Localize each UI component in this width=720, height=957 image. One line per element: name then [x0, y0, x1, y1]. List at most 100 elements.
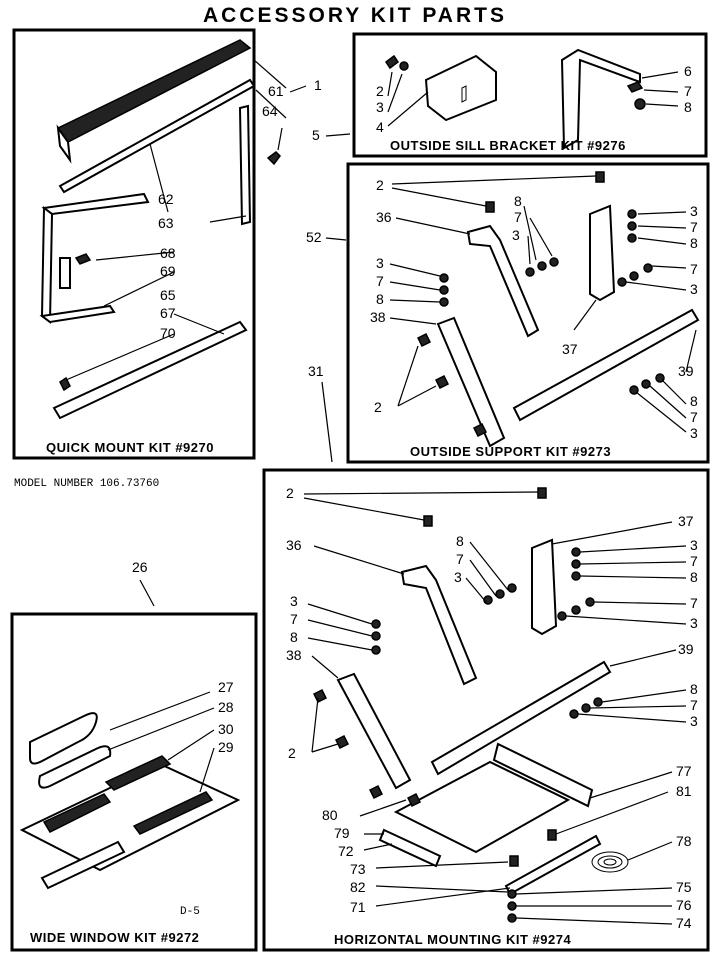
- callout-61: 61: [268, 83, 284, 99]
- wide-gasket-27-part: [29, 712, 98, 765]
- os-rail-39-part: [512, 308, 700, 422]
- callout-67: 67: [160, 305, 176, 321]
- hm-tray-rail-77-part: [492, 742, 594, 808]
- sill-callout-6: 6: [684, 63, 692, 79]
- callout-64: 64: [262, 103, 278, 119]
- os-callout-8a: 8: [514, 193, 522, 209]
- sill-bracket-kit-caption: OUTSIDE SILL BRACKET KIT #9276: [390, 138, 626, 153]
- hm-callout-37: 37: [678, 513, 694, 529]
- hm-callout-78: 78: [676, 833, 692, 849]
- os-callout-8d: 8: [690, 393, 698, 409]
- sill-callout-4: 4: [376, 119, 384, 135]
- sill-nut-8-part: [634, 98, 646, 110]
- wide-channel-right-part: [132, 791, 214, 835]
- os-bracket-37-part: [589, 204, 616, 302]
- hm-callout-3a: 3: [454, 569, 462, 585]
- os-bracket-36-part: [466, 224, 540, 338]
- callout-62: 62: [158, 191, 174, 207]
- sill-callout-7: 7: [684, 83, 692, 99]
- wide-callout-28: 28: [218, 699, 234, 715]
- sill-bracket-kit-panel: 2 3 4 6 7 8 OUTSIDE SILL BRACKET KIT #92…: [352, 32, 708, 158]
- os-callout-7b: 7: [376, 273, 384, 289]
- sill-screw-7-part: [626, 81, 644, 93]
- frame-top-part: [41, 192, 150, 216]
- os-callout-7a: 7: [514, 209, 522, 225]
- callout-31: 31: [308, 363, 324, 379]
- os-callout-3c: 3: [690, 203, 698, 219]
- os-callout-8c: 8: [690, 235, 698, 251]
- sill-callout-3: 3: [376, 99, 384, 115]
- hm-callout-80: 80: [322, 807, 338, 823]
- os-callout-2b: 2: [374, 399, 382, 415]
- hm-callout-39: 39: [678, 641, 694, 657]
- outside-support-kit-frame: [346, 162, 710, 464]
- callout-26: 26: [132, 559, 148, 575]
- frame-bottom-part: [39, 304, 116, 324]
- hm-callout-7b: 7: [290, 611, 298, 627]
- os-callout-3a: 3: [512, 227, 520, 243]
- screw-64-part: [266, 151, 281, 166]
- frame-left-part: [40, 206, 54, 324]
- callout-1: 1: [314, 77, 322, 93]
- sill-washer-part: [399, 61, 409, 71]
- os-callout-36: 36: [376, 209, 392, 225]
- sill-bracket-part: [560, 48, 641, 150]
- wide-window-kit-panel: 27 28 30 29 D-5 WIDE WINDOW KIT #9272: [10, 612, 258, 952]
- callout-69: 69: [160, 263, 176, 279]
- sill-cover-part: [424, 54, 497, 122]
- callout-65: 65: [160, 287, 176, 303]
- hm-leg-38-part: [336, 672, 412, 790]
- hm-callout-74: 74: [676, 915, 692, 931]
- hm-callout-82: 82: [350, 879, 366, 895]
- wide-callout-27: 27: [218, 679, 234, 695]
- sill-callout-8: 8: [684, 99, 692, 115]
- hm-callout-7a: 7: [456, 551, 464, 567]
- hm-rail-39-part: [430, 660, 612, 776]
- hm-callout-3d: 3: [690, 615, 698, 631]
- quick-mount-kit-panel: 1 61 64 62 63 68 69 65 67 70 QUICK MOUNT…: [12, 28, 322, 460]
- horizontal-mounting-kit-panel: 2 37 36 8 7 3 3 7 8 38 3 7 8 7 3 39 8 7 …: [262, 468, 710, 952]
- os-callout-3d: 3: [690, 281, 698, 297]
- horizontal-mounting-kit-frame: [262, 468, 710, 952]
- hm-callout-79: 79: [334, 825, 350, 841]
- callout-5: 5: [312, 127, 320, 143]
- model-number: MODEL NUMBER 106.73760: [14, 478, 159, 490]
- hm-callout-72: 72: [338, 843, 354, 859]
- rod-part: [58, 78, 256, 194]
- wide-gasket-28-part: [38, 745, 112, 789]
- wide-window-kit-caption: WIDE WINDOW KIT #9272: [30, 930, 199, 945]
- outside-support-kit-panel: 2 36 8 7 3 3 7 8 38 2 37 3 7 8 7 3 39 8 …: [346, 162, 710, 464]
- wide-callout-29: 29: [218, 739, 234, 755]
- hm-callout-7c: 7: [690, 553, 698, 569]
- hm-callout-3c: 3: [690, 537, 698, 553]
- seal-strip-end-part: [56, 124, 72, 164]
- horizontal-mounting-kit-caption: HORIZONTAL MOUNTING KIT #9274: [334, 932, 571, 947]
- os-callout-7c: 7: [690, 219, 698, 235]
- os-callout-37: 37: [562, 341, 578, 357]
- screw-67-part: [59, 376, 71, 392]
- sill-bracket-kit-frame: [352, 32, 708, 158]
- wide-bar-part: [40, 840, 126, 890]
- hm-callout-81: 81: [676, 783, 692, 799]
- hm-callout-75: 75: [676, 879, 692, 895]
- hm-callout-38: 38: [286, 647, 302, 663]
- hm-callout-2b: 2: [288, 745, 296, 761]
- callout-70: 70: [160, 325, 176, 341]
- hm-tray-plate-part: [393, 760, 571, 854]
- os-callout-2a: 2: [376, 177, 384, 193]
- callout-52: 52: [306, 229, 322, 245]
- hm-callout-2a: 2: [286, 485, 294, 501]
- hm-callout-36: 36: [286, 537, 302, 553]
- hm-callout-76: 76: [676, 897, 692, 913]
- os-callout-3b: 3: [376, 255, 384, 271]
- os-callout-7d: 7: [690, 261, 698, 277]
- callout-63: 63: [158, 215, 174, 231]
- hm-strip-72-part: [378, 828, 442, 868]
- os-screw-top-part: [595, 171, 605, 183]
- hm-callout-71: 71: [350, 899, 366, 915]
- seal-strip-part: [56, 39, 252, 143]
- os-screw-mid-part: [485, 201, 495, 213]
- hm-callout-77: 77: [676, 763, 692, 779]
- hm-callout-7d: 7: [690, 595, 698, 611]
